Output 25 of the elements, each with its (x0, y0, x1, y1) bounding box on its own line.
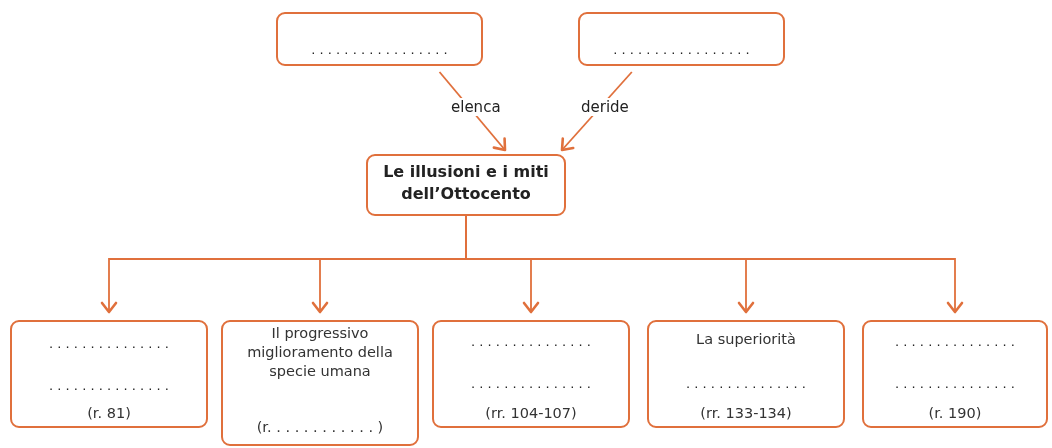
topic-title: Le illusioni e i miti dell’Ottocento (382, 161, 550, 205)
fill-in-line: . . . . . . . . . . . . . . . (48, 335, 170, 353)
concept-box (10, 320, 208, 428)
fill-in-line: . . . . . . . . . . . . . . . . . (612, 41, 751, 59)
node-text: Il progressivo miglioramento della specie umana (246, 324, 394, 381)
fill-in-line: . . . . . . . . . . . . . . . (470, 333, 592, 351)
fill-in-line: . . . . . . . . . . . . . . . (894, 375, 1016, 393)
node-text: (r. 190) (927, 404, 983, 423)
node-text: (rr. 104-107) (484, 404, 578, 423)
concept-box (221, 320, 419, 446)
fill-in-line: . . . . . . . . . . . . . . . (685, 375, 807, 393)
node-text: (r. 81) (86, 404, 132, 423)
node-text: (r. . . . . . . . . . . . ) (255, 418, 385, 437)
node-text: (rr. 133-134) (699, 404, 793, 423)
node-text: La superiorità (695, 330, 797, 349)
fill-in-line: . . . . . . . . . . . . . . . (894, 333, 1016, 351)
concept-box (647, 320, 845, 428)
concept-box (862, 320, 1048, 428)
concept-box (276, 12, 483, 66)
concept-box (432, 320, 630, 428)
topic-box (366, 154, 566, 216)
fill-in-line: . . . . . . . . . . . . . . . . . (310, 41, 449, 59)
fill-in-line: . . . . . . . . . . . . . . . (470, 375, 592, 393)
concept-box (578, 12, 785, 66)
fill-in-line: . . . . . . . . . . . . . . . (48, 377, 170, 395)
